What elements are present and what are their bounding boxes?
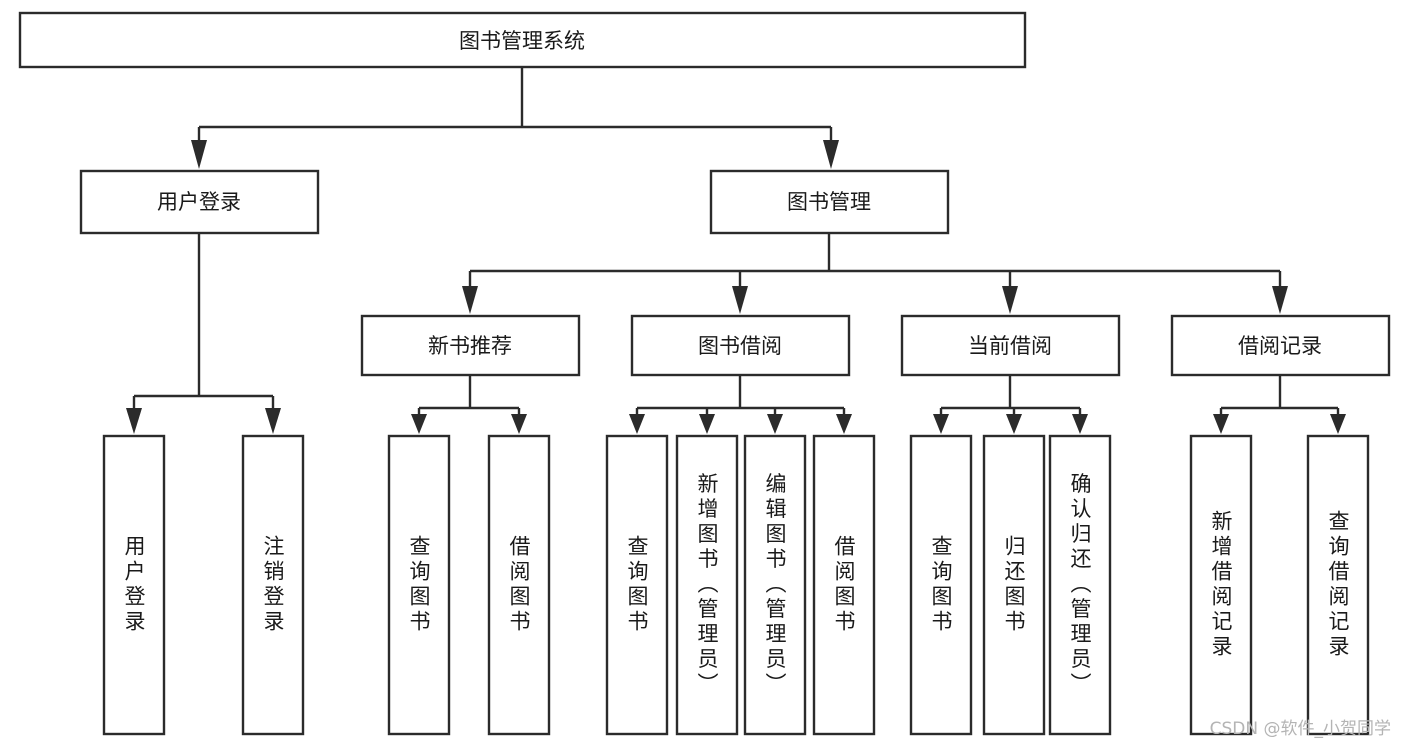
node-leaf-add-borrow-record-label: 新增借阅记录 — [1209, 510, 1233, 660]
node-leaf-query-borrow-record-box[interactable] — [1306, 434, 1370, 736]
node-leaf-query-book-1-label: 查询图书 — [407, 535, 431, 635]
node-borrow-record-box[interactable] — [1170, 314, 1391, 377]
node-borrow-record[interactable]: 借阅记录 — [1170, 314, 1391, 377]
leaf-labels-group: 用户登录 注销登录 查询图书 借阅图书 查询图书 新增图书（管理员） 编辑图书（… — [122, 473, 1350, 698]
node-borrow-record-label: 借阅记录 — [1238, 334, 1322, 358]
arrowhead-leaf-query-book-2 — [629, 414, 645, 434]
arrowhead-new-book — [462, 286, 478, 314]
node-book-borrow-label: 图书借阅 — [698, 334, 782, 358]
node-current-borrow-label: 当前借阅 — [968, 334, 1052, 358]
node-user-login-box[interactable] — [79, 169, 320, 235]
arrowhead-leaf-query-book-1 — [411, 414, 427, 434]
node-leaf-user-logout-label: 注销登录 — [261, 535, 285, 635]
node-leaf-edit-book-label: 编辑图书（管理员） — [763, 473, 787, 698]
node-leaf-query-book-2-label: 查询图书 — [625, 535, 649, 635]
arrowhead-leaf-confirm-return — [1072, 414, 1088, 434]
arrowhead-user-login — [191, 140, 207, 169]
node-book-borrow-box[interactable] — [630, 314, 851, 377]
arrowhead-leaf-user-logout — [265, 408, 281, 434]
node-new-book-recommend-label: 新书推荐 — [428, 334, 512, 358]
node-current-borrow-box[interactable] — [900, 314, 1121, 377]
node-leaf-return-book-box[interactable] — [982, 434, 1046, 736]
arrowhead-leaf-query-borrow-record — [1330, 414, 1346, 434]
node-leaf-query-borrow-record-label: 查询借阅记录 — [1326, 510, 1350, 660]
node-leaf-confirm-return-box[interactable] — [1048, 434, 1112, 736]
node-book-manage-box[interactable] — [709, 169, 950, 235]
node-leaf-return-book-label: 归还图书 — [1002, 535, 1026, 635]
node-leaf-query-book-1-box[interactable] — [387, 434, 451, 736]
node-leaf-add-book-box[interactable] — [675, 434, 739, 736]
node-leaf-query-book-3-label: 查询图书 — [929, 535, 953, 635]
node-leaf-borrow-book-2-box[interactable] — [812, 434, 876, 736]
node-leaf-user-login-label: 用户登录 — [122, 535, 146, 635]
arrowhead-leaf-borrow-book-2 — [836, 414, 852, 434]
arrowhead-leaf-edit-book — [767, 414, 783, 434]
arrowhead-leaf-borrow-book-1 — [511, 414, 527, 434]
node-root-label: 图书管理系统 — [459, 29, 585, 53]
arrowhead-book-manage — [823, 140, 839, 169]
arrowhead-leaf-add-borrow-record — [1213, 414, 1229, 434]
arrowhead-leaf-user-login — [126, 408, 142, 434]
arrowhead-current-borrow — [1002, 286, 1018, 314]
node-book-borrow[interactable]: 图书借阅 — [630, 314, 851, 377]
arrowhead-borrow-record — [1272, 286, 1288, 314]
node-book-manage[interactable]: 图书管理 — [709, 169, 950, 235]
node-book-manage-label: 图书管理 — [787, 190, 871, 214]
node-leaf-query-book-3-box[interactable] — [909, 434, 973, 736]
connectors-group — [126, 67, 1346, 434]
node-leaf-add-book-label: 新增图书（管理员） — [695, 473, 719, 698]
arrowhead-book-borrow — [732, 286, 748, 314]
node-current-borrow[interactable]: 当前借阅 — [900, 314, 1121, 377]
node-new-book-recommend[interactable]: 新书推荐 — [360, 314, 581, 377]
node-root-box[interactable] — [18, 11, 1027, 69]
node-leaf-user-logout-box[interactable] — [241, 434, 305, 736]
node-leaf-borrow-book-2-label: 借阅图书 — [832, 535, 856, 635]
node-leaf-query-book-2-box[interactable] — [605, 434, 669, 736]
node-new-book-recommend-box[interactable] — [360, 314, 581, 377]
node-leaf-confirm-return-label: 确认归还（管理员） — [1068, 473, 1092, 698]
node-leaf-borrow-book-1-label: 借阅图书 — [507, 535, 531, 635]
node-leaf-borrow-book-1-box[interactable] — [487, 434, 551, 736]
node-user-login[interactable]: 用户登录 — [79, 169, 320, 235]
node-leaf-edit-book-box[interactable] — [743, 434, 807, 736]
leaf-nodes-group — [102, 434, 1370, 736]
node-root[interactable]: 图书管理系统 — [18, 11, 1027, 69]
node-user-login-label: 用户登录 — [157, 190, 241, 214]
arrowhead-leaf-return-book — [1006, 414, 1022, 434]
node-leaf-user-login-box[interactable] — [102, 434, 166, 736]
node-leaf-add-borrow-record-box[interactable] — [1189, 434, 1253, 736]
arrowhead-leaf-query-book-3 — [933, 414, 949, 434]
arrowhead-leaf-add-book — [699, 414, 715, 434]
